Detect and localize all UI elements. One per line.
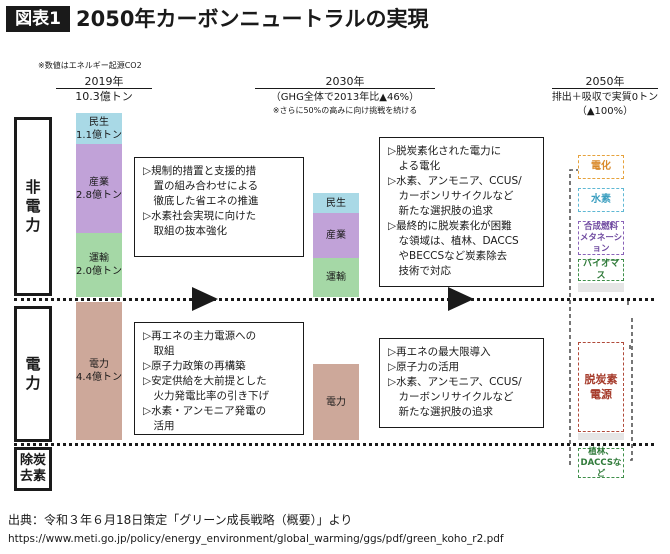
end-residual-non-power [578, 283, 624, 292]
page-title: 2050年カーボンニュートラルの実現 [76, 7, 429, 31]
sector-non-power: 非 電 力 [14, 117, 52, 296]
header-rule-2030 [255, 88, 435, 89]
header-rule-2050 [552, 88, 658, 89]
end-biomass: バイオマス [578, 259, 624, 281]
separator-power [14, 443, 654, 446]
end-residual-power [578, 433, 624, 440]
play-arrow-icon [192, 287, 218, 311]
sector-removal: 除炭 去素 [14, 447, 52, 491]
sector-power: 電 力 [14, 306, 52, 442]
header-rule-2019 [56, 88, 152, 89]
end-datsutanso: 脱炭素電源 [578, 342, 624, 432]
measures-non-power-2050: ▷脱炭素化された電力に よる電化 ▷水素、アンモニア、CCUS/ カーボンリサイ… [379, 137, 544, 287]
year-2030: 2030年 [325, 75, 365, 88]
end-shokurin: 植林、DACCSなど [578, 447, 624, 479]
end-denka: 電化 [578, 155, 624, 179]
source-url[interactable]: https://www.meti.go.jp/policy/energy_env… [8, 533, 504, 545]
bar2030-denryoku: 電力 [313, 364, 359, 440]
measures-power-2030: ▷再エネの主力電源への 取組 ▷原子力政策の再構築 ▷安定供給を大前提とした 火… [134, 322, 304, 435]
bar2030-sangyo: 産業 [313, 213, 359, 258]
sub-2050: 排出＋吸収で実質0トン [551, 92, 659, 103]
total-2019: 10.3億トン [75, 90, 133, 103]
measures-non-power-2030: ▷規制的措置と支援的措 置の組み合わせによる 徹底した省エネの推進 ▷水素社会実… [134, 157, 304, 257]
pct-2050: （▲100%） [576, 106, 634, 117]
end-gosei: 合成燃料メタネーション [578, 221, 624, 255]
bar2030-minsei: 民生 [313, 193, 359, 213]
figure-tag: 図表1 [6, 6, 70, 32]
emissions-note: ※数値はエネルギー起源CO2 [38, 61, 142, 70]
play-arrow-icon [448, 287, 474, 311]
source-citation: 出典：令和３年６月18日策定「グリーン成長戦略（概要）」より [8, 513, 353, 527]
end-suiso: 水素 [578, 188, 624, 212]
sub-2030: （GHG全体で2013年比▲46%） [270, 92, 420, 103]
separator-non-power [14, 298, 654, 301]
note-2030: ※さらに50%の高みに向け挑戦を続ける [272, 106, 418, 115]
year-2019: 2019年 [84, 75, 124, 88]
year-2050: 2050年 [585, 75, 625, 88]
measures-power-2050: ▷再エネの最大限導入 ▷原子力の活用 ▷水素、アンモニア、CCUS/ カーボンリ… [379, 338, 544, 428]
bar2030-unyu: 運輸 [313, 258, 359, 297]
